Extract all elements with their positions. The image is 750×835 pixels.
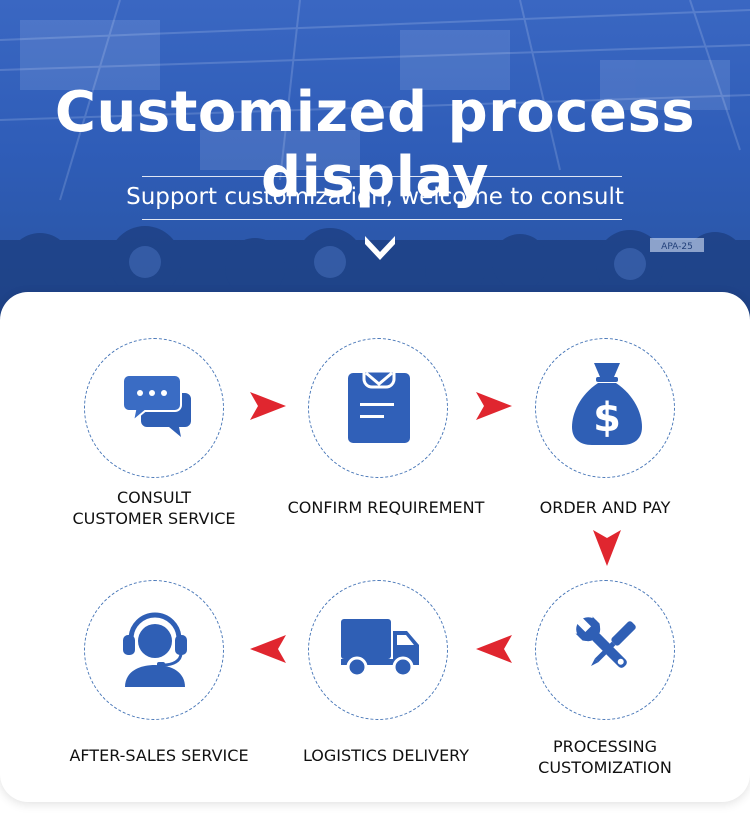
step-label: CONFIRM REQUIREMENT (276, 497, 496, 518)
step-label-line: AFTER-SALES SERVICE (69, 746, 249, 765)
clipboard-icon (348, 369, 410, 443)
step-label-line: PROCESSING (552, 737, 658, 756)
subtitle-divider-bottom (142, 219, 622, 220)
step-label-line: ORDER AND PAY (539, 498, 671, 517)
step-circle: $ (535, 338, 675, 478)
chevron-down-icon (365, 236, 395, 260)
step-circle (308, 338, 448, 478)
step-label-line: LOGISTICS DELIVERY (302, 746, 470, 765)
step-label-line: CONSULT (116, 488, 192, 507)
subtitle-divider-top (142, 176, 622, 177)
step-label-line: CONFIRM REQUIREMENT (287, 498, 485, 517)
page-title: Customized process display (54, 80, 696, 210)
step-label: AFTER-SALES SERVICE (54, 745, 264, 766)
arrow-down-icon (593, 530, 621, 566)
arrow-right-icon (476, 392, 512, 420)
page-subtitle: Support customization, welcome to consul… (126, 184, 624, 210)
arrow-left-icon (476, 635, 512, 663)
arrow-right-icon (250, 392, 286, 420)
money-bag-icon: $ (572, 363, 642, 445)
chat-bubbles-icon (123, 374, 191, 437)
step-label: LOGISTICS DELIVERY (276, 745, 496, 766)
step-circle (308, 580, 448, 720)
svg-text:$: $ (593, 395, 621, 441)
hero-banner: APA-25 Customized process display Suppor… (0, 0, 750, 330)
step-label-line: CUSTOMIZATION (538, 758, 672, 777)
truck-icon (341, 619, 419, 678)
step-circle (84, 580, 224, 720)
machine-plate-text: APA-25 (661, 242, 693, 252)
step-circle (84, 338, 224, 478)
step-label: PROCESSING CUSTOMIZATION (505, 736, 705, 778)
arrow-left-icon (250, 635, 286, 663)
step-label: CONSULT CUSTOMER SERVICE (54, 487, 254, 529)
headset-agent-icon (123, 612, 187, 687)
step-label-line: CUSTOMER SERVICE (72, 509, 236, 528)
step-label: ORDER AND PAY (505, 497, 705, 518)
step-circle (535, 580, 675, 720)
wrench-screwdriver-icon (575, 616, 636, 668)
